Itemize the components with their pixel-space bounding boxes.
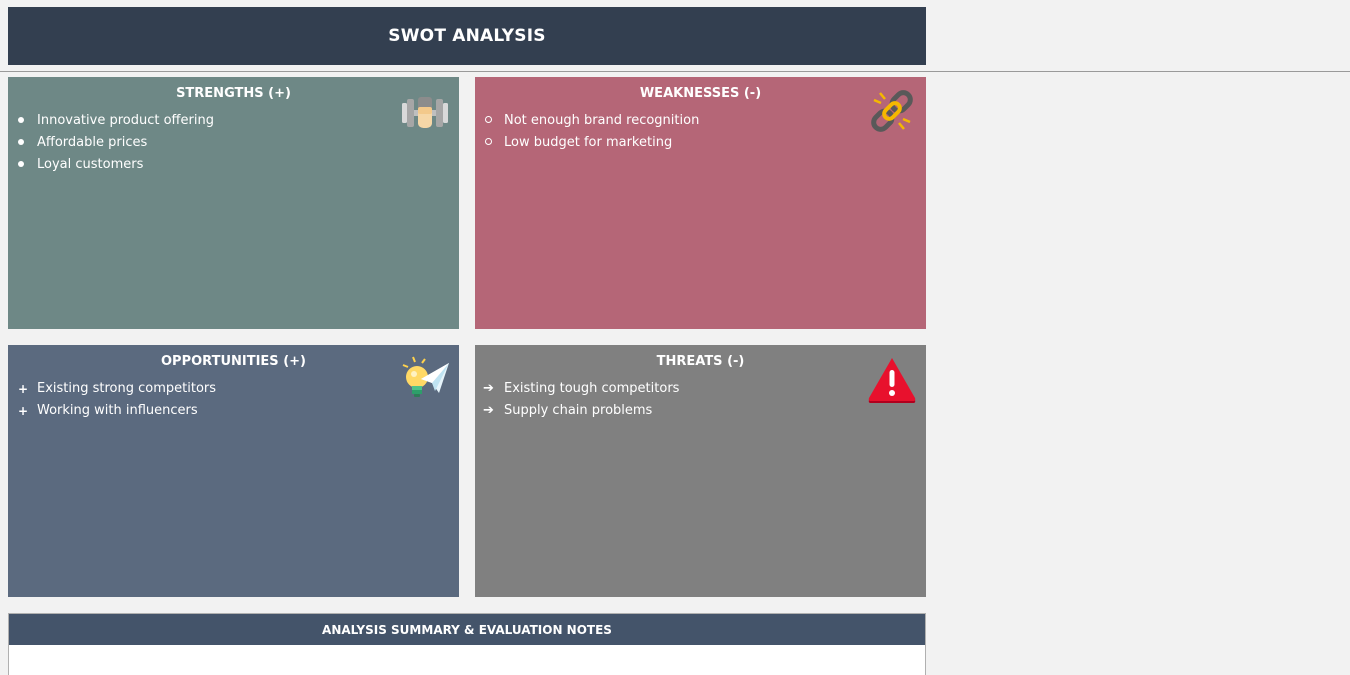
summary-notes-field[interactable] [9,645,925,675]
warning-icon [866,353,918,405]
list-item[interactable]: Low budget for marketing [483,134,699,156]
list-item-text: Loyal customers [37,157,144,172]
list-item[interactable]: + Existing strong competitors [16,380,216,402]
arrow-right-icon: ➔ [483,381,494,396]
list-item-text: Innovative product offering [37,113,214,128]
threats-list: ➔ Existing tough competitors ➔ Supply chai… [483,380,679,424]
header-divider [0,71,1350,72]
summary-panel: ANALYSIS SUMMARY & EVALUATION NOTES [8,613,926,675]
dumbbell-fist-icon [399,85,451,137]
bullet-dot-icon [16,134,37,152]
bullet-dot-icon [16,156,37,174]
page-title-text: SWOT ANALYSIS [388,26,546,46]
weaknesses-list: Not enough brand recognition Low budget … [483,112,699,156]
list-item-text: Existing tough competitors [504,381,680,396]
opportunities-box[interactable]: OPPORTUNITIES (+) + Existing strong compe… [8,345,459,597]
broken-chain-icon [866,85,918,137]
weaknesses-box[interactable]: WEAKNESSES (-) Not enough brand recognit… [475,77,926,329]
list-item[interactable]: + Working with influencers [16,402,216,424]
lightbulb-paper-plane-icon [399,353,451,405]
list-item-text: Not enough brand recognition [504,113,700,128]
list-item-text: Affordable prices [37,135,148,150]
threats-title: THREATS (-) [656,354,745,369]
strengths-title: STRENGTHS (+) [176,86,291,101]
list-item-text: Existing strong competitors [37,381,217,396]
list-item[interactable]: ➔ Existing tough competitors [483,380,679,402]
page-title: SWOT ANALYSIS [8,7,926,65]
arrow-right-icon: ➔ [483,403,494,418]
plus-icon: + [18,382,29,396]
list-item[interactable]: Not enough brand recognition [483,112,699,134]
list-item-text: Working with influencers [37,403,198,418]
bullet-circle-icon [483,134,504,152]
summary-header: ANALYSIS SUMMARY & EVALUATION NOTES [9,614,925,645]
list-item-text: Low budget for marketing [504,135,673,150]
bullet-circle-icon [483,112,504,130]
list-item[interactable]: ➔ Supply chain problems [483,402,679,424]
list-item-text: Supply chain problems [504,403,653,418]
weaknesses-title: WEAKNESSES (-) [639,86,762,101]
list-item[interactable]: Loyal customers [16,156,214,178]
threats-box[interactable]: THREATS (-) ➔ Existing tough competitors … [475,345,926,597]
list-item[interactable]: Affordable prices [16,134,214,156]
strengths-box[interactable]: STRENGTHS (+) Innovative product offerin… [8,77,459,329]
list-item[interactable]: Innovative product offering [16,112,214,134]
plus-icon: + [18,404,29,418]
opportunities-list: + Existing strong competitors + Working wi… [16,380,216,424]
strengths-list: Innovative product offering Affordable p… [16,112,214,178]
opportunities-title: OPPORTUNITIES (+) [161,354,306,369]
bullet-dot-icon [16,112,37,130]
